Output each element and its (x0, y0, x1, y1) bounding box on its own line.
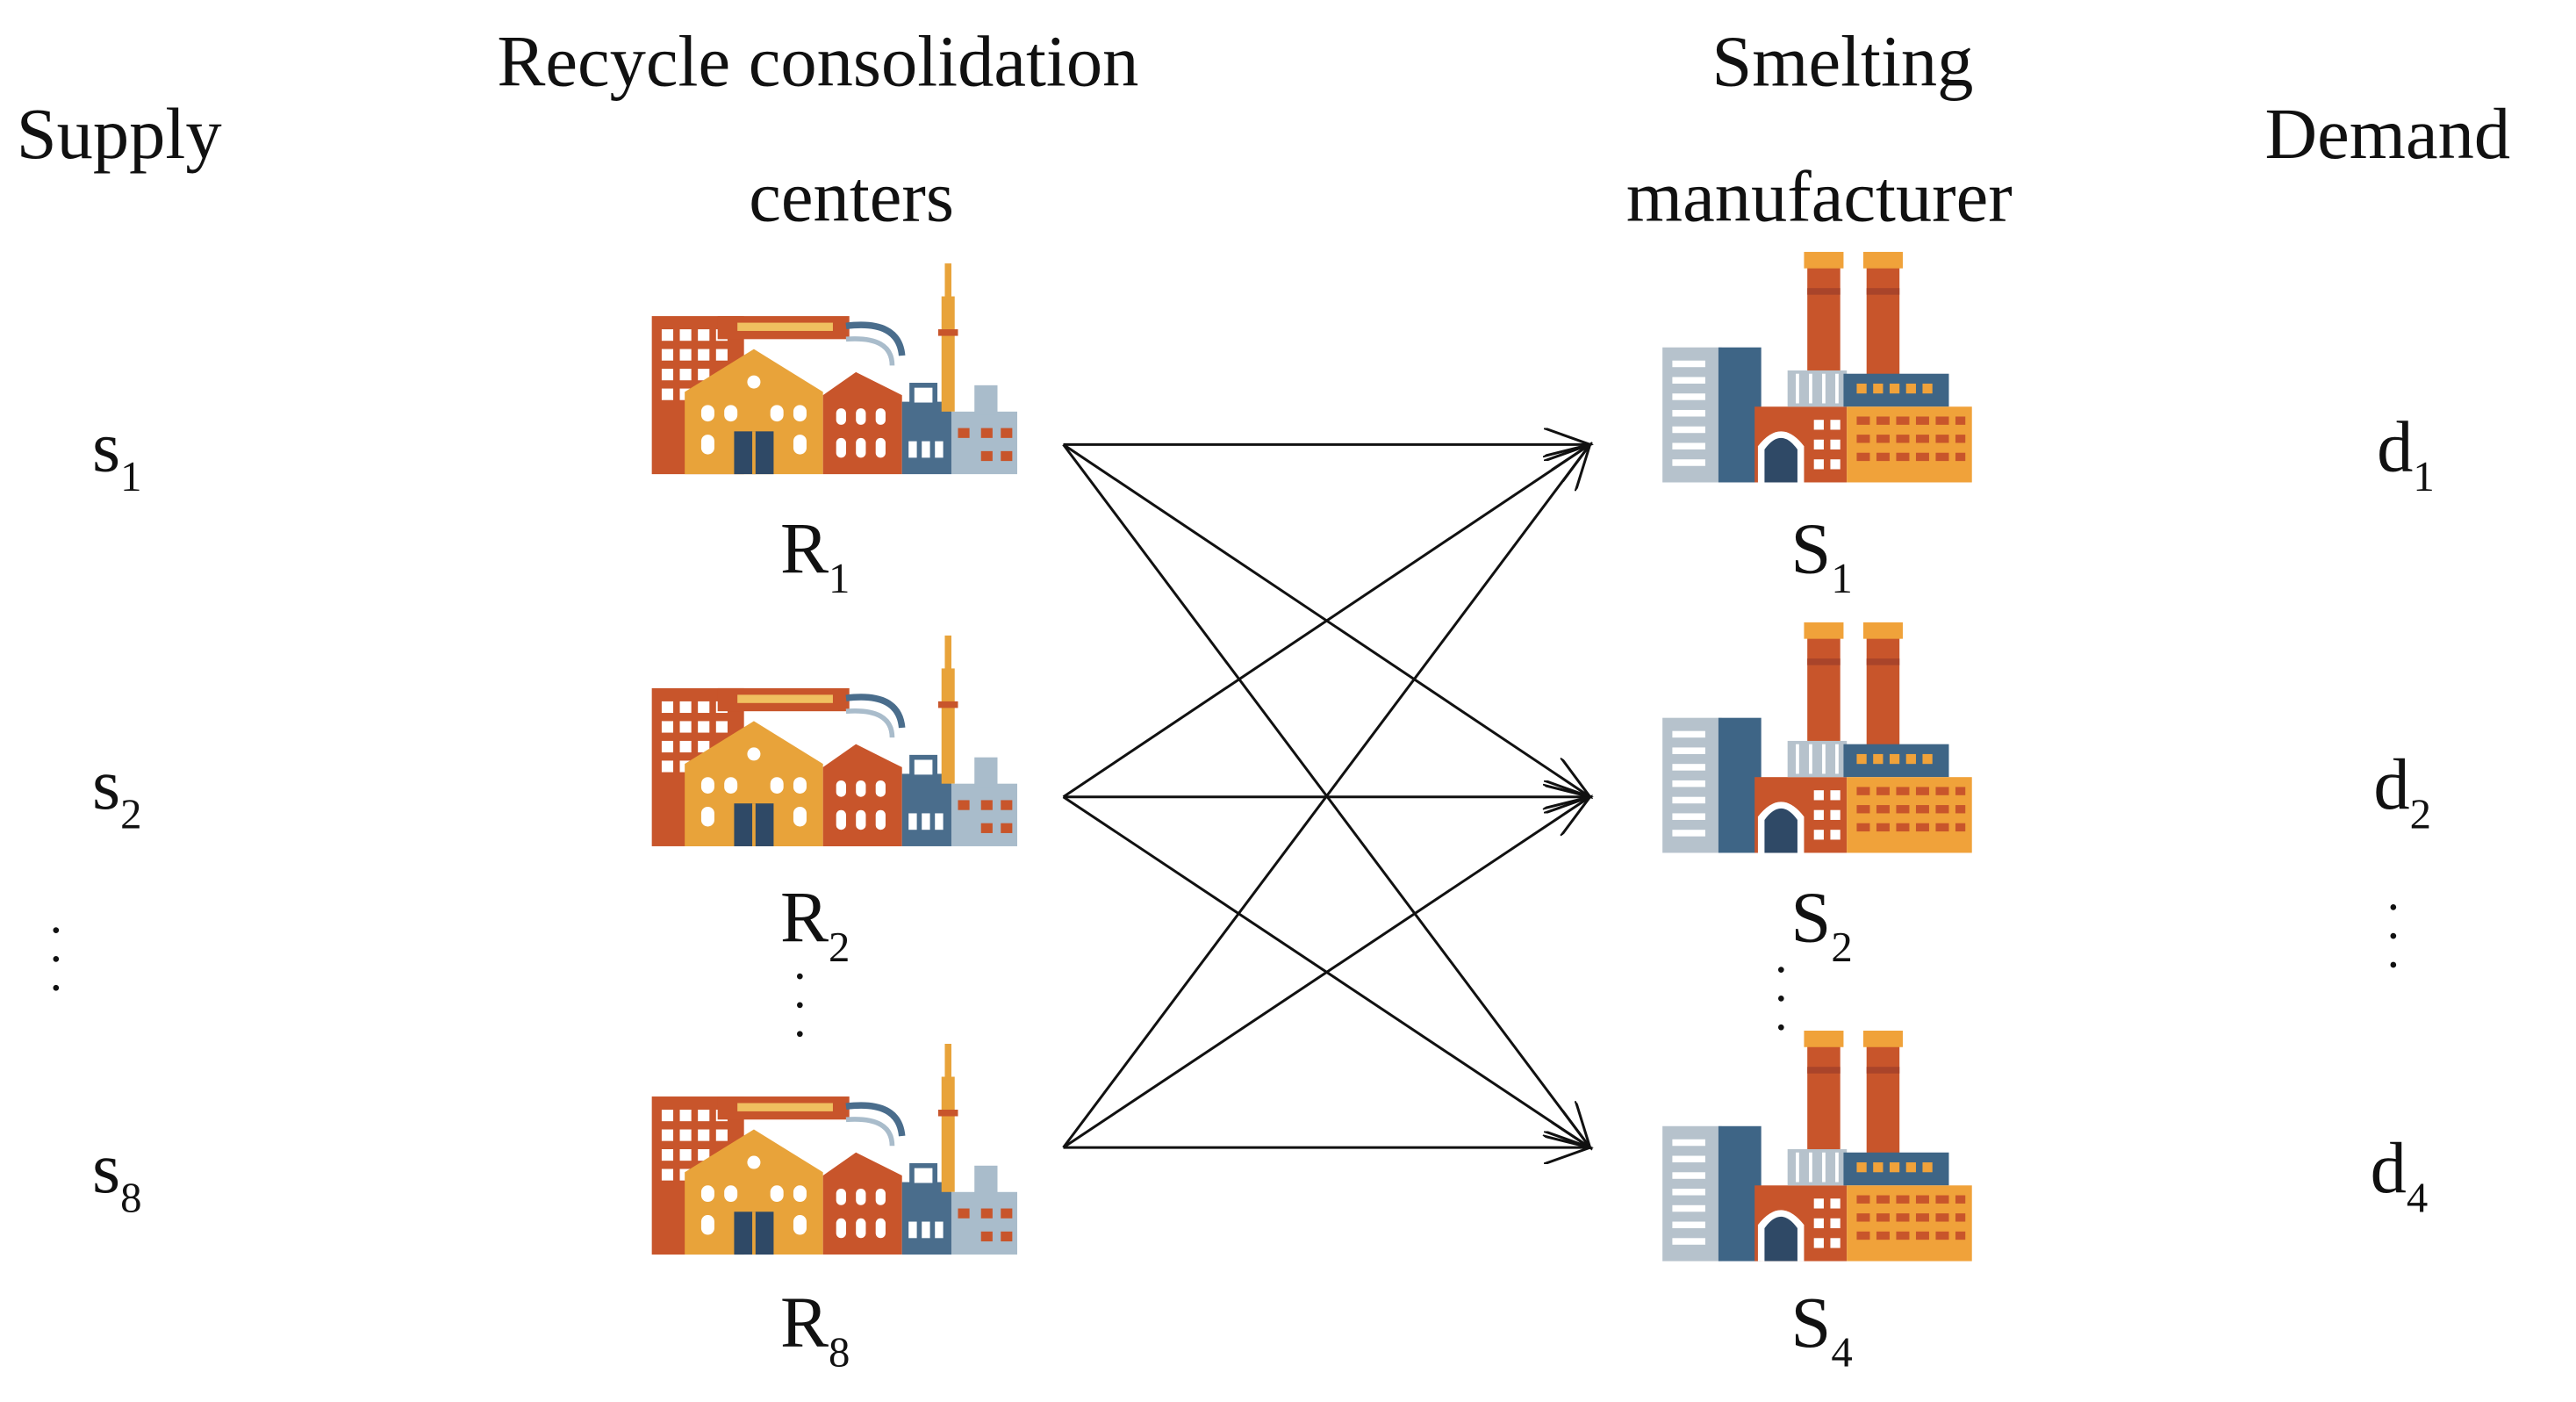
supply-header: Supply (16, 93, 222, 175)
factory-icon (652, 636, 1017, 846)
recycle-ellipsis: · · · (771, 967, 827, 1043)
smelting-plant-icon (1661, 621, 1974, 855)
smelting-plant-icon (1661, 250, 1974, 485)
smelting-ellipsis: · · · (1753, 961, 1808, 1036)
smelting-node-label: S2 (1790, 877, 1853, 972)
factory-icon (652, 263, 1017, 474)
smelting-node-label: S4 (1790, 1282, 1853, 1377)
flow-arrow (1062, 444, 1590, 1149)
recycle-node-label: R1 (779, 508, 850, 603)
demand-node: d4 (2370, 1127, 2429, 1222)
factory-icon (652, 1044, 1017, 1255)
recycle-header-line2: centers (749, 156, 954, 238)
demand-node: d1 (2377, 406, 2435, 501)
recycle-header-line1: Recycle consolidation (497, 21, 1139, 103)
smelting-header-line2: manufacturer (1625, 156, 2013, 238)
recycle-node-label: R2 (779, 877, 850, 972)
supply-ellipsis: · · · (27, 922, 83, 996)
flow-arrow (1062, 797, 1590, 1149)
smelting-header-line1: Smelting (1711, 21, 1974, 103)
flow-arrow (1062, 444, 1590, 798)
demand-header: Demand (2264, 93, 2511, 175)
smelting-node-label: S1 (1790, 508, 1853, 603)
demand-node: d2 (2373, 744, 2431, 838)
supply-node: s2 (92, 744, 142, 838)
supply-node: s8 (92, 1127, 142, 1222)
demand-ellipsis: · · · (2364, 898, 2420, 974)
smelting-plant-icon (1661, 1029, 1974, 1263)
recycle-node-label: R8 (779, 1282, 850, 1377)
supply-node: s1 (92, 406, 142, 501)
